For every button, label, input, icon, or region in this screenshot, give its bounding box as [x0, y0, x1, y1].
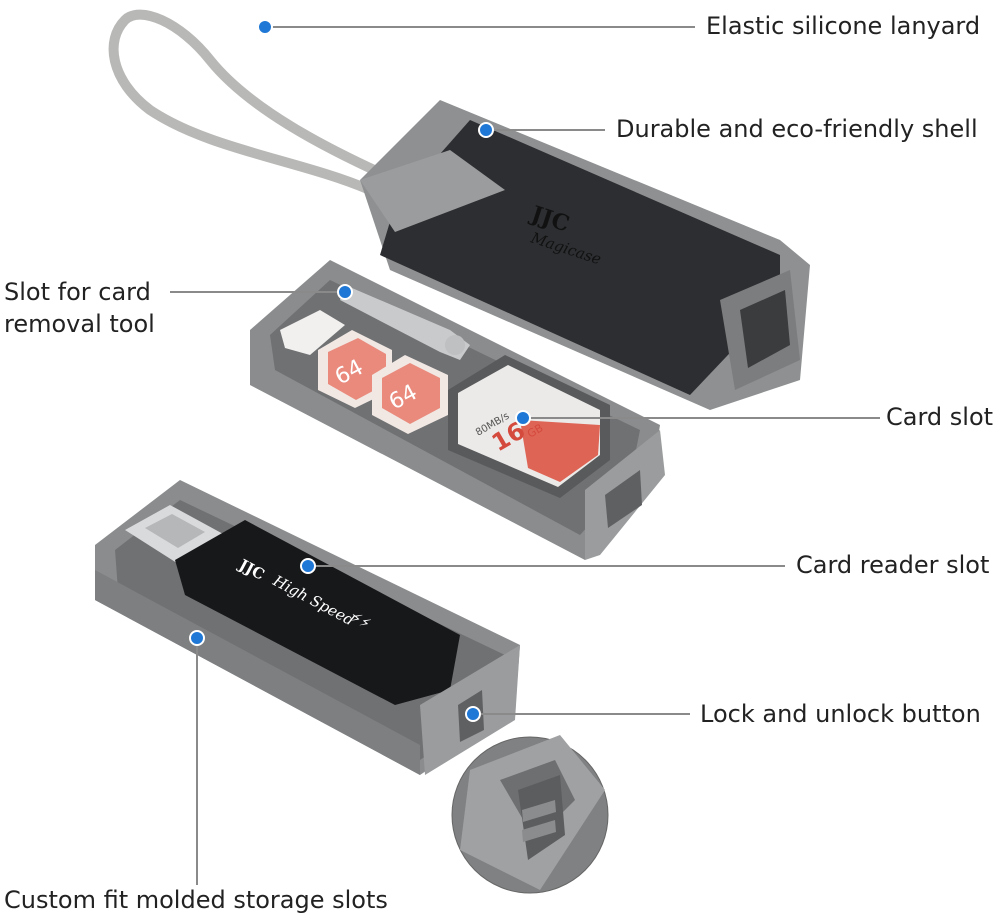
callout-removal-tool-line2: removal tool [4, 310, 155, 338]
lock-zoom-circle [451, 735, 609, 894]
microsd-card-1: 64 [318, 330, 392, 408]
marker-lanyard [257, 19, 273, 35]
shell: JJC Magicase [360, 100, 810, 410]
callout-lock-button: Lock and unlock button [700, 700, 981, 728]
marker-lock-button [465, 706, 481, 722]
callout-shell: Durable and eco-friendly shell [616, 115, 978, 143]
sd-card: 80MB/s 16 GB [448, 355, 610, 498]
lanyard [108, 9, 390, 195]
marker-removal-tool [337, 284, 353, 300]
callout-markers [189, 19, 531, 722]
callout-storage-slots: Custom fit molded storage slots [4, 886, 388, 914]
marker-shell [478, 122, 494, 138]
leader-lines [170, 26, 880, 885]
marker-storage-slots [189, 630, 205, 646]
card-reader: JJC High Speed ⚡⚡ [175, 520, 460, 705]
reader-tray: JJC High Speed ⚡⚡ [95, 480, 520, 775]
microsd-card-2: 64 [372, 355, 448, 434]
callout-lanyard: Elastic silicone lanyard [706, 12, 981, 40]
marker-card-slot [515, 410, 531, 426]
callout-card-slot: Card slot [886, 403, 994, 431]
callout-card-reader-slot: Card reader slot [796, 551, 990, 579]
marker-card-reader-slot [300, 558, 316, 574]
callout-removal-tool-line1: Slot for card [4, 278, 151, 306]
card-tray: 64 64 80MB/s 16 GB [250, 260, 665, 560]
